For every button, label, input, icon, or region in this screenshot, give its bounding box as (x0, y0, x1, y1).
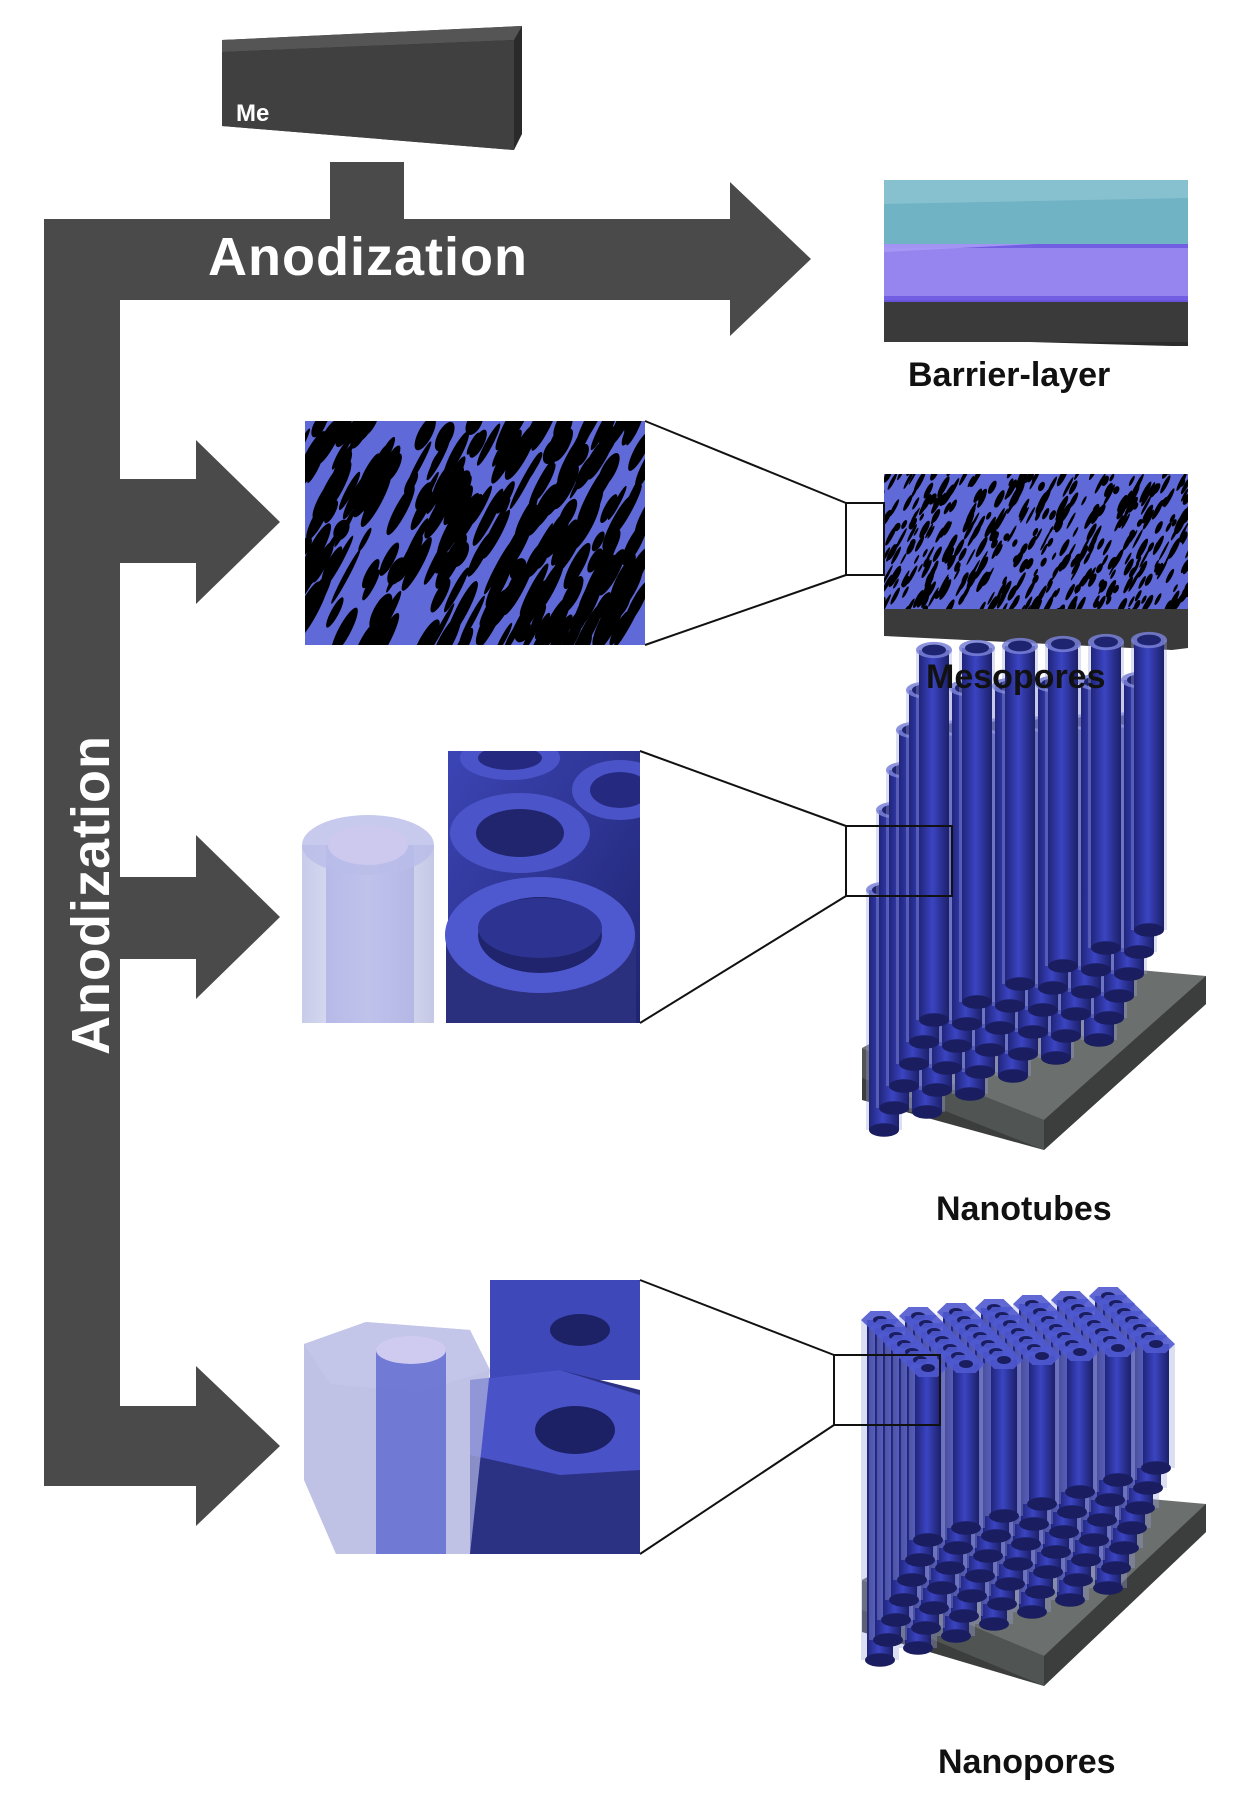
branch-arrow-nanopores (118, 1366, 280, 1526)
mesopores-block (845, 474, 1188, 650)
metal-block (222, 26, 522, 150)
horizontal-arrow (44, 182, 811, 1486)
nanotubes-label: Nanotubes (936, 1190, 1112, 1228)
mesopores-zoom (305, 421, 645, 645)
branch-arrow-nanotubes (118, 835, 280, 999)
nanopores-zoom (300, 1280, 640, 1554)
nanopores-zoom-lines (639, 1279, 835, 1555)
barrier-layer-figure (884, 180, 1188, 346)
anodization-label-horizontal: Anodization (208, 227, 528, 287)
anodization-label-vertical: Anodization (61, 735, 121, 1055)
branch-arrow-mesopores (118, 440, 280, 604)
mesopores-zoom-lines (644, 420, 847, 646)
nanotubes-zoom-lines (639, 750, 847, 1024)
metal-label: Me (236, 100, 270, 127)
nanopores-label: Nanopores (938, 1743, 1116, 1781)
barrier-layer-label: Barrier-layer (908, 356, 1111, 394)
mesopores-label: Mesopores (926, 658, 1106, 696)
process-arrows (44, 162, 811, 1526)
connector-stem (330, 162, 404, 222)
nanotubes-zoom (300, 751, 640, 1023)
nanopores-array (833, 1287, 1206, 1686)
nanotubes-array (845, 631, 1206, 1150)
